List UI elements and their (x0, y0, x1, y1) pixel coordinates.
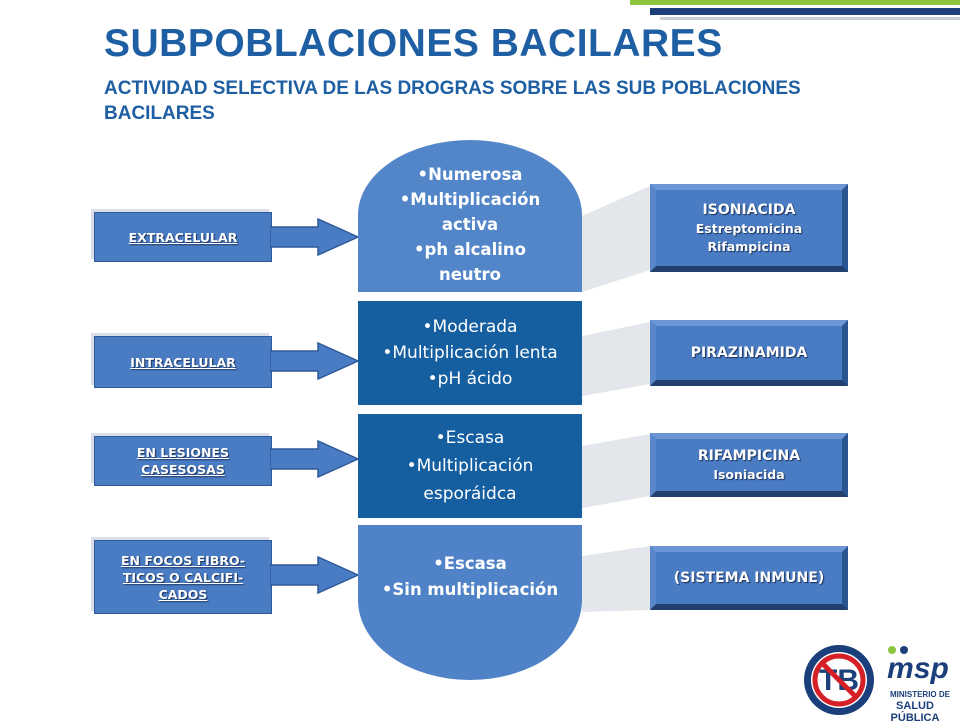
population-1-line-4: •ph alcalino (414, 239, 526, 259)
population-caseous-shape: •Escasa •Multiplicación esporáidca (358, 414, 582, 518)
population-extracellular-shape: •Numerosa •Multiplicación activa •ph alc… (358, 140, 582, 292)
drug-3-sub-1: Isoniacida (713, 467, 785, 482)
population-fibrotic-shape: •Escasa •Sin multiplicación (358, 525, 582, 680)
drug-box-pirazinamida: PIRAZINAMIDA (650, 320, 848, 386)
page-subtitle: ACTIVIDAD SELECTIVA DE LAS DROGRAS SOBRE… (104, 78, 801, 124)
label-focos-line-3: CADOS (158, 586, 208, 602)
label-focos-line-1: EN FOCOS FIBRO- (120, 552, 246, 568)
population-2-line-3: •pH ácido (427, 369, 513, 389)
drug-box-rifampicina: RIFAMPICINA Isoniacida (650, 433, 848, 497)
drug-box-isoniacida: ISONIACIDA Estreptomicina Rifampicina (650, 184, 848, 272)
population-1-line-2: •Multiplicación (399, 189, 541, 209)
label-lesiones-line-2: CASESOSAS (141, 462, 225, 477)
label-extracelular-line-1: EXTRACELULAR (128, 229, 238, 245)
arrow-right-icon (270, 218, 360, 256)
ministry-line-1: MINISTERIO DE (889, 690, 950, 699)
label-intracelular: INTRACELULAR (94, 336, 272, 388)
population-1-line-1: •Numerosa (417, 164, 523, 184)
label-intracelular-line-1: INTRACELULAR (130, 354, 236, 370)
population-4-line-1: •Escasa (433, 554, 507, 573)
population-1-line-3: activa (441, 214, 499, 234)
label-focos-line-2: TICOS O CALCIFI- (122, 569, 244, 585)
header-stripe-navy (650, 8, 960, 15)
drug-3-main: RIFAMPICINA (697, 448, 801, 464)
population-4-line-2: •Sin multiplicación (381, 580, 559, 599)
arrow-right-icon (270, 342, 360, 380)
population-2-line-2: •Multiplicación lenta (382, 343, 558, 363)
population-3-line-2: •Multiplicación (406, 456, 534, 476)
drug-2-main: PIRAZINAMIDA (690, 345, 808, 361)
arrow-right-icon (270, 440, 360, 478)
label-focos-fibroticos: EN FOCOS FIBRO- TICOS O CALCIFI- CADOS (94, 540, 272, 614)
page-title: SUBPOBLACIONES BACILARES (104, 22, 723, 65)
label-lesiones-line-1: EN LESIONES (136, 445, 230, 460)
population-intracellular-shape: •Moderada •Multiplicación lenta •pH ácid… (358, 301, 582, 405)
drug-1-sub-2: Rifampicina (707, 239, 791, 254)
msp-logo: msp (887, 646, 949, 684)
population-3-line-3: esporáidca (423, 484, 517, 504)
ministry-line-2: SALUD PÚBLICA (890, 700, 940, 724)
label-lesiones-casesosas: EN LESIONES CASESOSAS (94, 436, 272, 486)
population-2-line-1: •Moderada (422, 317, 518, 337)
tb-seal-logo: TB (804, 645, 874, 715)
population-3-line-1: •Escasa (435, 428, 505, 448)
drug-box-sistema-inmune: (SISTEMA INMUNE) (650, 546, 848, 610)
drug-1-sub-1: Estreptomicina (695, 221, 803, 236)
drug-4-main: (SISTEMA INMUNE) (673, 570, 825, 586)
header-stripe-green (630, 0, 960, 5)
label-extracelular: EXTRACELULAR (94, 212, 272, 262)
msp-logo-text: msp (887, 652, 949, 684)
arrow-right-icon (270, 556, 360, 594)
drug-1-main: ISONIACIDA (702, 202, 796, 218)
population-1-line-5: neutro (438, 264, 502, 284)
header-stripe-gray (660, 17, 960, 20)
